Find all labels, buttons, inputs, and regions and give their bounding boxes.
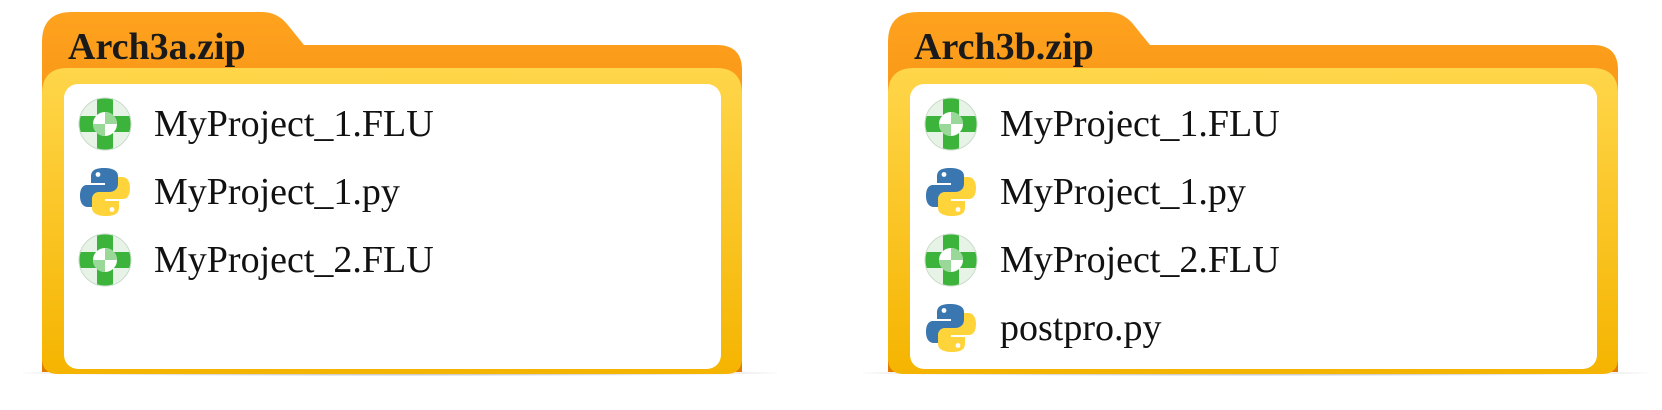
flu-icon xyxy=(78,97,132,151)
flu-icon xyxy=(78,233,132,287)
file-name: MyProject_1.FLU xyxy=(154,103,434,145)
file-name: MyProject_2.FLU xyxy=(1000,239,1280,281)
flu-icon xyxy=(924,97,978,151)
file-item[interactable]: MyProject_1.py xyxy=(924,158,1280,226)
flu-icon xyxy=(924,233,978,287)
python-icon xyxy=(926,168,976,216)
file-name: MyProject_1.py xyxy=(1000,171,1246,213)
file-list: MyProject_1.FLU MyProject_1.py xyxy=(78,90,434,294)
zip-folder-arch3b[interactable]: Arch3b.zip MyProject_1.FLU xyxy=(888,12,1618,382)
folder-title: Arch3b.zip xyxy=(914,26,1094,68)
file-name: MyProject_1.FLU xyxy=(1000,103,1280,145)
file-name: postpro.py xyxy=(1000,307,1162,349)
file-list-panel: MyProject_1.FLU MyProject_1.py xyxy=(64,84,721,369)
folder-title: Arch3a.zip xyxy=(68,26,246,68)
file-name: MyProject_2.FLU xyxy=(154,239,434,281)
python-icon xyxy=(80,168,130,216)
file-item[interactable]: postpro.py xyxy=(924,294,1280,362)
file-item[interactable]: MyProject_2.FLU xyxy=(924,226,1280,294)
file-item[interactable]: MyProject_1.FLU xyxy=(78,90,434,158)
zip-folder-arch3a[interactable]: Arch3a.zip MyProject_1.FLU xyxy=(42,12,742,382)
python-icon xyxy=(926,304,976,352)
file-item[interactable]: MyProject_2.FLU xyxy=(78,226,434,294)
file-name: MyProject_1.py xyxy=(154,171,400,213)
file-list: MyProject_1.FLU MyProject_1.py xyxy=(924,90,1280,362)
file-item[interactable]: MyProject_1.FLU xyxy=(924,90,1280,158)
file-list-panel: MyProject_1.FLU MyProject_1.py xyxy=(910,84,1597,369)
file-item[interactable]: MyProject_1.py xyxy=(78,158,434,226)
